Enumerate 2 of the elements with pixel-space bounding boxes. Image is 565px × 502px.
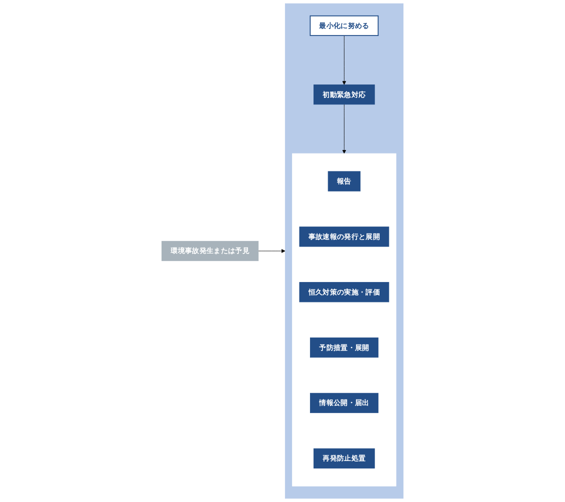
cluster — [284, 3, 404, 499]
cluster — [292, 153, 396, 486]
